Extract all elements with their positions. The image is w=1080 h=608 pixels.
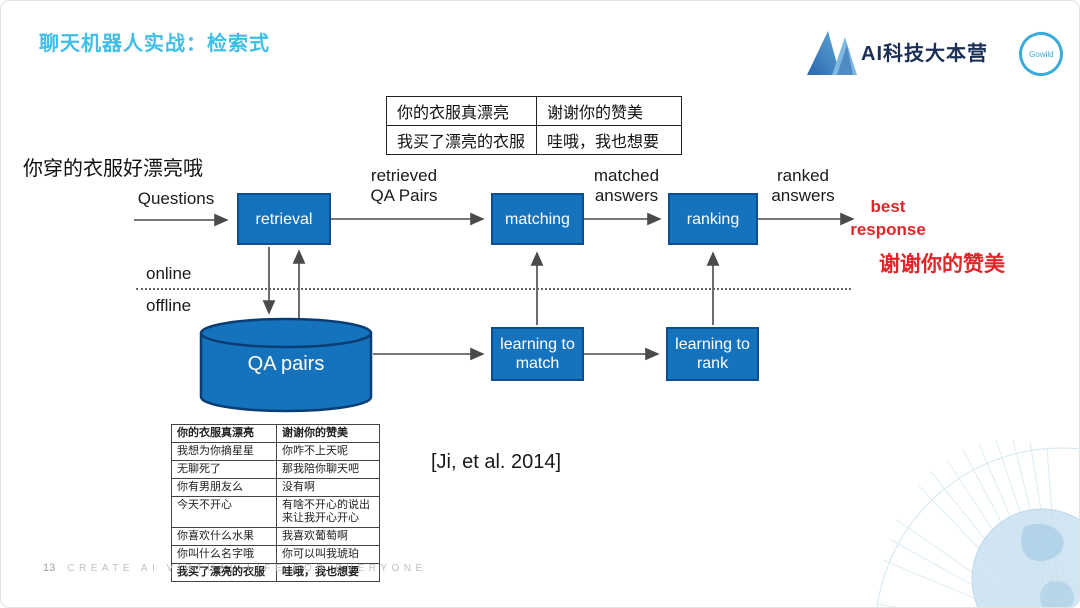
- table-cell: 你喜欢什么水果: [171, 527, 277, 546]
- ranked-answers-label: ranked answers: [771, 166, 835, 205]
- qa-pairs-label: QA pairs: [247, 353, 325, 375]
- citation-text: [Ji, et al. 2014]: [431, 451, 562, 473]
- table-row: 你喜欢什么水果 我喜欢葡萄啊: [171, 527, 380, 546]
- matched-answers-label: matched answers: [593, 166, 660, 205]
- matching-box: matching: [491, 193, 584, 245]
- best-response-answer-text: 谢谢你的赞美: [879, 253, 1005, 276]
- table-cell: 哇哦，我也想要: [536, 125, 682, 155]
- table-cell: 谢谢你的赞美: [276, 424, 380, 443]
- table-cell: 你的衣服真漂亮: [171, 424, 277, 443]
- table-cell: 谢谢你的赞美: [536, 96, 682, 126]
- table-cell: 今天不开心: [171, 496, 277, 528]
- table-cell: 无聊死了: [171, 460, 277, 479]
- table-cell: 我喜欢葡萄啊: [276, 527, 380, 546]
- table-cell: 我想为你摘星星: [171, 442, 277, 461]
- table-row: 我想为你摘星星 你咋不上天呢: [171, 442, 380, 461]
- table-row: 你的衣服真漂亮 谢谢你的赞美: [386, 96, 682, 126]
- table-cell: 你可以叫我琥珀: [276, 545, 380, 564]
- table-cell: 你咋不上天呢: [276, 442, 380, 461]
- table-cell: 你的衣服真漂亮: [386, 96, 537, 126]
- table-row: 你的衣服真漂亮 谢谢你的赞美: [171, 424, 380, 443]
- best-response-label: best response: [850, 197, 926, 239]
- table-row: 你叫什么名字哦 你可以叫我琥珀: [171, 545, 380, 564]
- page-number: 13: [43, 562, 56, 574]
- table-cell: 你有男朋友么: [171, 478, 277, 497]
- learning-to-match-box: learning to match: [491, 327, 584, 381]
- qa-pairs-table: 你的衣服真漂亮 谢谢你的赞美 我想为你摘星星 你咋不上天呢 无聊死了 那我陪你聊…: [171, 424, 380, 582]
- table-cell: 哇哦，我也想要: [276, 563, 380, 582]
- page-title: 聊天机器人实战：检索式: [39, 33, 270, 55]
- ranking-box: ranking: [668, 193, 758, 245]
- table-row: 今天不开心 有啥不开心的说出来让我开心开心: [171, 496, 380, 528]
- learning-to-rank-box: learning to rank: [666, 327, 759, 381]
- table-row: 我买了漂亮的衣服 哇哦，我也想要: [386, 125, 682, 155]
- qa-pairs-database-cylinder: [199, 317, 373, 413]
- retrieved-qa-pairs-label: retrieved QA Pairs: [370, 166, 438, 205]
- gowild-badge-icon: Gowild: [1013, 26, 1069, 82]
- table-cell: 你叫什么名字哦: [171, 545, 277, 564]
- table-cell: 那我陪你聊天吧: [276, 460, 380, 479]
- table-cell: 我买了漂亮的衣服: [386, 125, 537, 155]
- footer-tagline: CREATE AI VIRTUAL LIFE FOR EVERYONE: [67, 563, 427, 574]
- table-cell: 我买了漂亮的衣服: [171, 563, 277, 582]
- table-cell: 没有啊: [276, 478, 380, 497]
- globe-decoration-graphic: [876, 439, 1079, 607]
- online-offline-divider: [136, 288, 851, 290]
- brand-logo-icon: [807, 31, 857, 75]
- table-row: 你有男朋友么 没有啊: [171, 478, 380, 497]
- brand-name: AI科技大本营: [861, 43, 988, 65]
- gowild-badge-label: Gowild: [1028, 49, 1054, 59]
- footer: 13 CREATE AI VIRTUAL LIFE FOR EVERYONE: [43, 562, 427, 574]
- online-label: online: [146, 264, 192, 283]
- table-row: 无聊死了 那我陪你聊天吧: [171, 460, 380, 479]
- user-question-text: 你穿的衣服好漂亮哦: [23, 158, 203, 180]
- top-qa-example-table: 你的衣服真漂亮 谢谢你的赞美 我买了漂亮的衣服 哇哦，我也想要: [386, 96, 682, 155]
- offline-label: offline: [146, 296, 192, 315]
- questions-label: Questions: [137, 189, 215, 208]
- retrieval-box: retrieval: [237, 193, 331, 245]
- table-cell: 有啥不开心的说出来让我开心开心: [276, 496, 380, 528]
- table-row: 我买了漂亮的衣服 哇哦，我也想要: [171, 563, 380, 582]
